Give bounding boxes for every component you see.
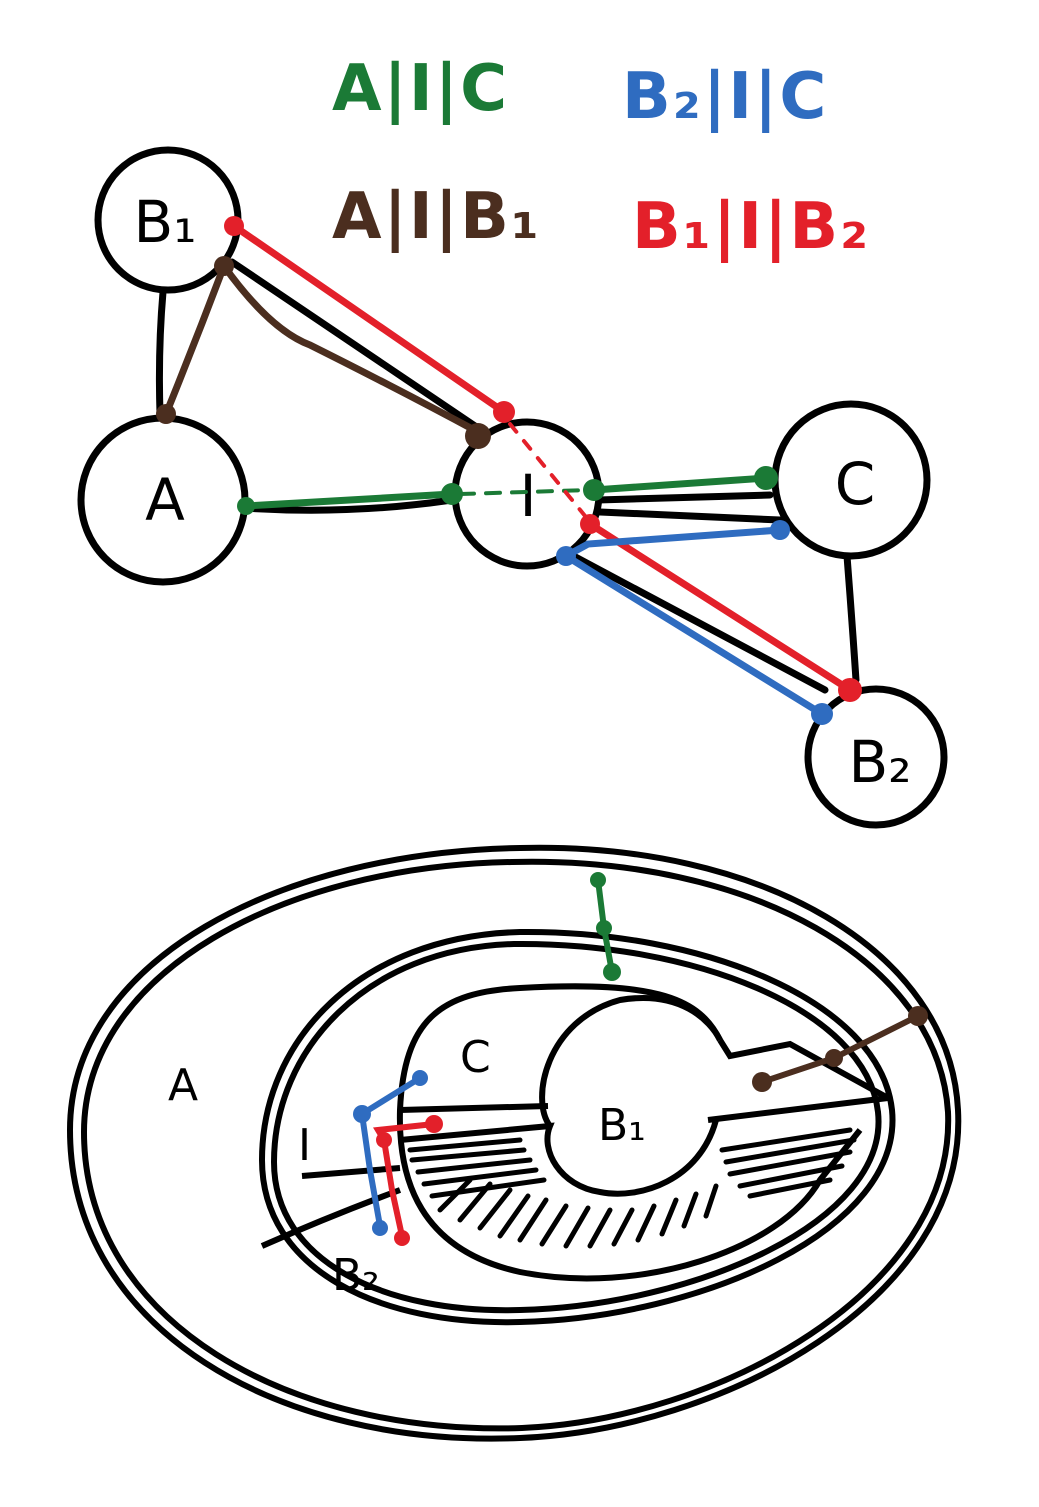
region-i-label: I (298, 1120, 311, 1171)
hatched-area (407, 1127, 857, 1249)
region-b1-label: B₁ (598, 1100, 646, 1151)
region-b1-cut (399, 1103, 549, 1113)
path-a-i-b1 (156, 256, 491, 449)
path-b2-i-c (556, 520, 833, 725)
edge-c-b2 (843, 552, 860, 684)
edge-i-c (594, 491, 774, 504)
node-b2-circle (804, 685, 948, 829)
cut-b1-i-b2 (373, 1115, 443, 1246)
interaction-graph: B₁ A I C B₂ (77, 146, 948, 829)
cut-a-i-c (590, 872, 621, 981)
legend-a-i-c: A|I|C (332, 52, 509, 126)
node-b2-label: B₂ (848, 728, 911, 796)
region-i-boundary (258, 928, 896, 1326)
node-c-label: C (835, 450, 876, 518)
edge-b1-a (155, 288, 167, 418)
region-c-top (717, 1038, 890, 1101)
legend-a-i-b1: A|I|B₁ (332, 180, 541, 254)
node-b1-label: B₁ (133, 188, 196, 256)
node-a-label: A (145, 466, 185, 534)
edge-i-b2 (562, 548, 829, 694)
cut-b2-i-c (353, 1070, 428, 1236)
path-b1-i-b2 (224, 216, 862, 702)
region-b2-divider (260, 1187, 402, 1249)
cut-a-i-b1 (752, 1006, 928, 1092)
region-a-label: A (168, 1060, 198, 1111)
nested-regions: A C I B₁ B₂ (66, 844, 962, 1442)
node-i-label: I (519, 462, 536, 530)
legend-b1-i-b2: B₁|I|B₂ (632, 190, 870, 264)
edge-b1-i (228, 258, 482, 432)
legend-b2-i-c: B₂|I|C (622, 60, 828, 134)
region-b1-right-edge (707, 1095, 889, 1123)
path-a-i-c (237, 466, 778, 515)
region-i-baseline (301, 1165, 401, 1179)
edge-i-c-lower (596, 508, 784, 524)
graph-edges (155, 258, 860, 694)
edge-a-i (240, 496, 456, 514)
region-a-boundary (66, 844, 962, 1442)
region-b2-label: B₂ (332, 1250, 380, 1301)
legend: A|I|C B₂|I|C A|I|B₁ B₁|I|B₂ (332, 52, 870, 264)
region-c-label: C (460, 1032, 491, 1083)
region-b1-boundary (399, 995, 723, 1197)
graph-node-labels: B₁ A I C B₂ (133, 188, 911, 796)
